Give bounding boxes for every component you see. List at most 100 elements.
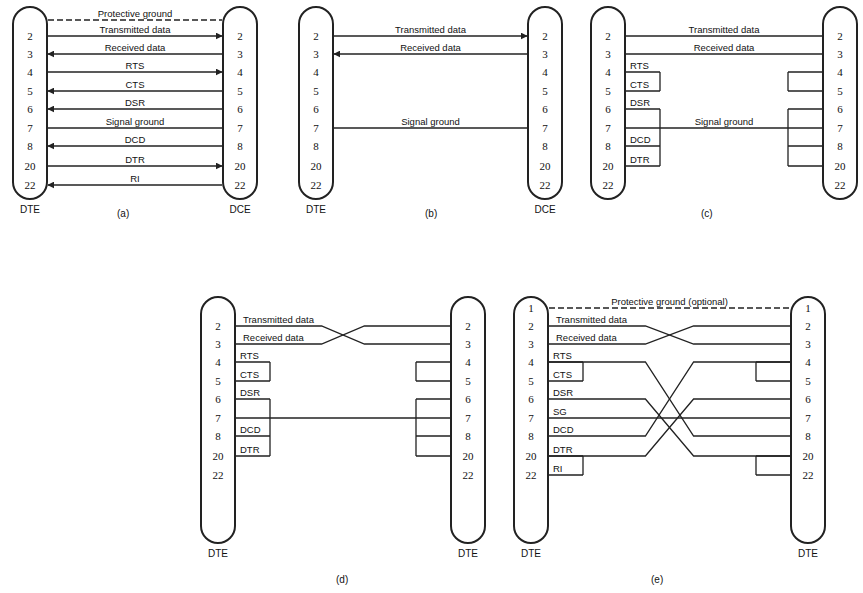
pin-number: 2 [224,30,256,42]
connector-shell: 123456782022DTE [513,296,549,544]
pin-number: 7 [452,412,484,424]
pin-number: 6 [14,103,46,115]
pin-number: 1 [515,302,547,314]
signal-wire [549,326,790,344]
signal-wire [48,19,222,20]
loopback-wire [236,399,270,456]
pin-number: 3 [224,48,256,60]
signal-wire [626,53,822,54]
signal-name: Received data [242,332,305,343]
pin-signal-name: DTR [239,444,261,455]
signal-wire [549,399,790,456]
pin-number: 4 [792,356,824,368]
signal-wire [48,53,222,54]
connector-label: DTE [432,548,504,560]
pin-signal-name: DSR [629,97,651,108]
signal-name: Transmitted data [688,24,761,35]
signal-name: DCD [124,134,147,145]
pin-number: 7 [515,412,547,424]
pin-number: 2 [824,30,856,42]
pin-number: 2 [300,30,332,42]
signal-name: Received data [104,42,167,53]
pin-signal-name: SG [552,406,568,417]
pin-number: 20 [14,160,46,172]
pin-number: 22 [14,179,46,191]
connector-label: DTE [495,548,567,560]
connector-shell: 23456782022DTE [12,6,48,200]
pin-number: 2 [202,320,234,332]
pin-number: 22 [592,179,624,191]
pin-signal-name: DSR [239,387,261,398]
pin-number: 8 [300,140,332,152]
pin-number: 2 [792,320,824,332]
loopback-wire [416,362,450,381]
signal-wire [549,417,790,418]
pin-number: 20 [224,160,256,172]
pin-number: 4 [592,66,624,78]
pin-number: 8 [792,430,824,442]
signal-name: DSR [124,97,146,108]
pin-number: 6 [224,103,256,115]
pin-number: 6 [300,103,332,115]
pin-number: 4 [300,66,332,78]
signal-name: Received data [555,332,618,343]
pin-number: 6 [592,103,624,115]
pin-number: 2 [529,30,561,42]
connector-label: DTE [772,548,844,560]
pin-number: 1 [792,302,824,314]
pin-number: 6 [529,103,561,115]
pin-number: 8 [515,430,547,442]
pin-number: 5 [515,375,547,387]
pin-number: 20 [792,450,824,462]
signal-name: Transmitted data [394,24,467,35]
pin-number: 5 [14,85,46,97]
figure-caption: (e) [650,574,664,585]
pin-number: 6 [452,393,484,405]
loopback-wire [788,72,822,91]
connector-label: DCE [509,204,581,216]
pin-number: 20 [202,450,234,462]
pin-number: 22 [452,469,484,481]
connector-label: DCE [204,204,276,216]
pin-number: 2 [452,320,484,332]
pin-number: 22 [824,179,856,191]
pin-number: 7 [592,122,624,134]
signal-wire [236,326,450,344]
connector-shell: 23456782022DCE [222,6,258,200]
signal-wire [334,127,527,128]
pin-signal-name: RTS [629,60,650,71]
connector-shell: 23456782022DTE [200,296,236,544]
pin-number: 5 [452,375,484,387]
pin-number: 7 [792,412,824,424]
pin-number: 6 [824,103,856,115]
pin-signal-name: RTS [239,350,260,361]
pin-signal-name: CTS [239,369,260,380]
loopback-wire [549,456,583,475]
pin-number: 6 [792,393,824,405]
pin-number: 3 [824,48,856,60]
signal-wire [236,417,450,418]
pin-number: 22 [515,469,547,481]
signal-wire [48,184,222,185]
pin-signal-name: DTR [629,154,651,165]
signal-wire [48,108,222,109]
pin-number: 2 [592,30,624,42]
pin-signal-name: DCD [629,134,652,145]
pin-number: 3 [202,338,234,350]
connector-shell: 23456782022 [822,6,858,200]
figure-caption: (b) [424,208,438,219]
figure-caption: (a) [116,208,130,219]
signal-name: RI [129,173,141,184]
pin-number: 6 [202,393,234,405]
pin-signal-name: CTS [629,79,650,90]
signal-name: Signal ground [105,116,166,127]
pin-number: 8 [452,430,484,442]
signal-wire [549,326,790,344]
signal-wire [334,53,527,54]
pin-number: 6 [515,393,547,405]
pin-number: 7 [529,122,561,134]
pin-number: 4 [515,356,547,368]
pin-number: 22 [202,469,234,481]
